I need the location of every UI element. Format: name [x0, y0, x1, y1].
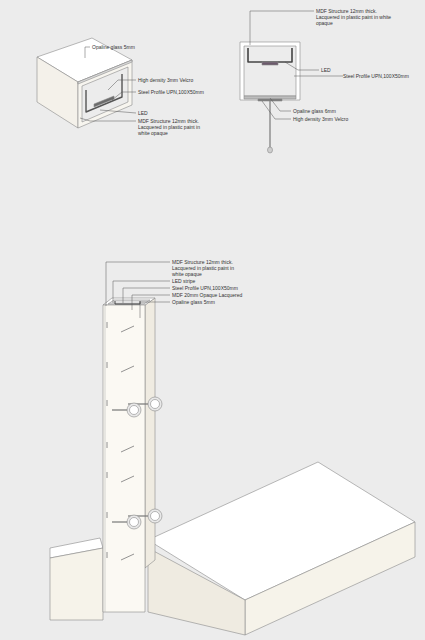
opaline-glass [78, 60, 132, 84]
callout-label: MDF Structure 12mm thick. Lacquered in p… [138, 118, 213, 136]
column-side [145, 298, 155, 568]
bench-left-front [50, 548, 103, 620]
upn-profile [115, 301, 140, 304]
callout-label: LED [321, 67, 345, 73]
callout-label: Opaline glass 5mm [172, 299, 232, 305]
coat-knobs [112, 397, 162, 529]
box-section [78, 60, 132, 128]
opaline-glass-edge [105, 305, 106, 612]
callout-label: MDF 20mm Opaque Lacquered [172, 292, 252, 298]
rod-end [268, 147, 273, 153]
velcro [258, 99, 282, 101]
column-top [103, 298, 155, 305]
callout-label: MDF Structure 12mm thick. Lacquered in p… [172, 259, 247, 277]
opaline-glass [244, 96, 296, 99]
leader-lines [80, 11, 343, 318]
callout-label: MDF Structure 12mm thick. Lacquered in p… [316, 8, 394, 26]
hanging-rod [269, 101, 270, 148]
bench-end [148, 548, 245, 635]
led [262, 62, 278, 65]
upn-profile [248, 48, 292, 62]
callout-label: Steel Profile UPN,100X50mm [138, 89, 218, 95]
column-front [103, 305, 145, 612]
callout-label: Opaline glass 6mm [293, 108, 363, 114]
callout-label: Steel Profile UPN,100X50mm [343, 73, 421, 79]
callout-label: LED [138, 110, 168, 116]
box-side [37, 57, 78, 128]
upn-profile [86, 74, 122, 112]
section-cavity [244, 46, 296, 96]
callout-label: Opaline glass 5mm [92, 44, 152, 50]
bench-front [245, 522, 415, 635]
callout-label: High density 3mm Velcro [293, 116, 373, 122]
mdf-section [240, 42, 300, 100]
callout-label: Steel Profile UPN,100X50mm [172, 285, 252, 291]
box-cavity [82, 67, 128, 122]
led [94, 96, 114, 107]
callout-label: LED stripe [172, 278, 232, 284]
callout-label: High density 3mm Velcro [138, 77, 218, 83]
